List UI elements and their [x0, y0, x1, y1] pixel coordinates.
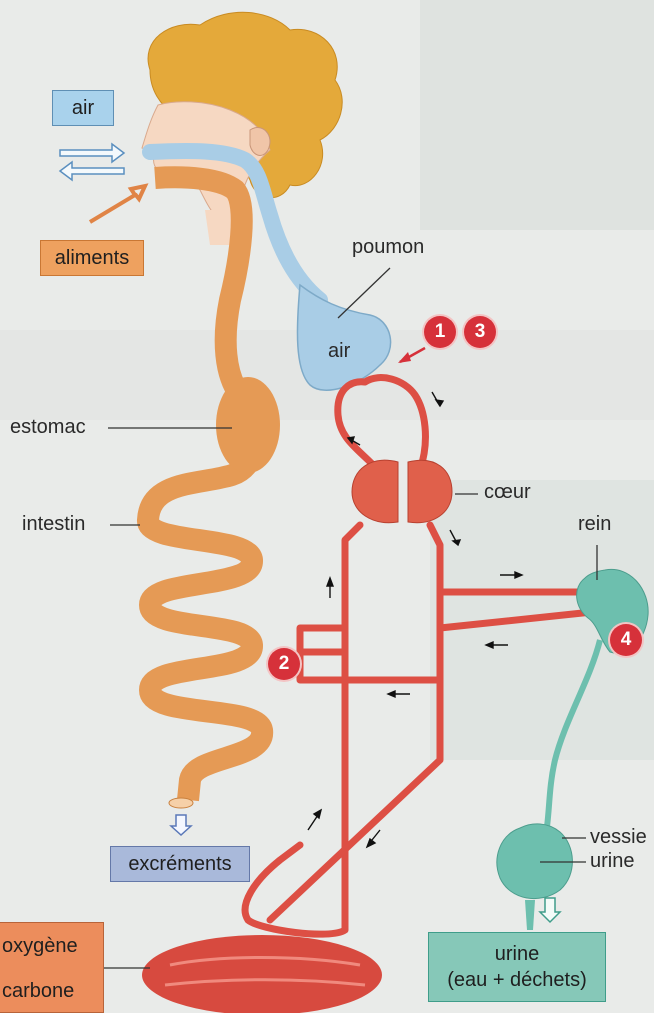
marker-2: 2	[268, 648, 300, 680]
renal-artery	[440, 592, 599, 628]
digestive-vessel-bottom	[300, 655, 440, 680]
marker-arrowhead-icon	[398, 352, 411, 363]
rein-label: rein	[578, 513, 611, 536]
marker-3: 3	[464, 316, 496, 348]
air-box-label: air	[72, 97, 94, 120]
air-box: air	[52, 90, 114, 126]
urine-down-arrow-icon	[540, 898, 560, 922]
marker-4: 4	[610, 624, 642, 656]
excrements-label: excréments	[128, 853, 231, 876]
urethra	[525, 900, 535, 930]
carbone-label: carbone	[2, 980, 74, 1003]
excrements-down-arrow-icon	[171, 815, 191, 835]
aliments-arrow-icon	[90, 186, 145, 222]
excrements-box: excréments	[110, 846, 250, 882]
coeur-label: cœur	[484, 481, 531, 504]
urine-box-line1: urine	[495, 941, 539, 967]
heart-right	[408, 460, 452, 522]
oxygene-label: oxygène	[2, 935, 78, 958]
pulmonary-vessel-right	[365, 378, 425, 470]
air-arrows	[60, 144, 124, 180]
heart-left	[352, 460, 398, 522]
intestin-label: intestin	[22, 513, 85, 536]
aliments-label: aliments	[55, 247, 129, 270]
ureter	[545, 640, 600, 840]
urine-box: urine (eau + déchets)	[428, 932, 606, 1002]
air-out-arrow-icon	[60, 162, 124, 180]
anus-opening	[169, 798, 193, 808]
oxygene-box: oxygène carbone	[0, 922, 104, 1013]
poumon-label: poumon	[352, 236, 424, 259]
digestive-tract	[148, 177, 262, 800]
muscle	[142, 935, 382, 1013]
poumon-pointer	[338, 268, 390, 318]
pulmonary-vessel-left	[338, 382, 378, 470]
ear	[250, 128, 270, 156]
marker-1: 1	[424, 316, 456, 348]
vessie-label: vessie	[590, 826, 647, 849]
estomac-label: estomac	[10, 416, 86, 439]
stomach	[216, 377, 280, 473]
air-lung-label: air	[328, 340, 350, 363]
aliments-box: aliments	[40, 240, 144, 276]
urine-label: urine	[590, 850, 634, 873]
bladder	[497, 824, 572, 899]
aorta	[270, 525, 440, 920]
air-in-arrow-icon	[60, 144, 124, 162]
urine-box-line2: (eau + déchets)	[447, 967, 587, 993]
